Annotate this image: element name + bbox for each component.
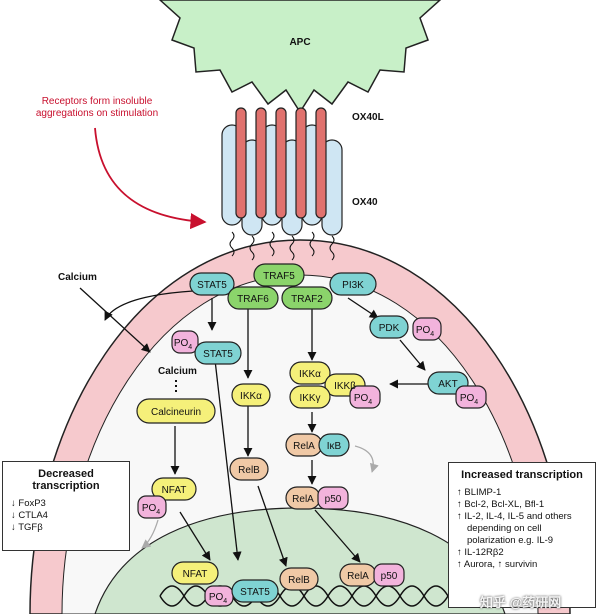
node-calcineurin [136, 398, 216, 424]
svg-text:PO4: PO4 [354, 393, 372, 406]
receptor-note: Receptors form insoluble aggregations on… [35, 96, 159, 119]
node-rela-ikb [285, 433, 350, 457]
decreased-item: ↓ TGFβ [11, 522, 43, 533]
increased-title: Increased transcription [461, 469, 583, 481]
svg-text:IKKβ: IKKβ [334, 381, 356, 392]
node-traf6 [227, 286, 279, 310]
svg-text:PI3K: PI3K [342, 280, 364, 291]
node-po4-akt [455, 385, 487, 409]
node-relb [229, 457, 269, 481]
decreased-item: ↓ FoxP3 [11, 498, 46, 509]
decreased-transcription-box: Decreased transcription ↓ FoxP3 ↓ CTLA4 … [2, 461, 130, 551]
node-stat5-top [189, 272, 235, 296]
svg-text:STAT5: STAT5 [197, 280, 227, 291]
nuclear-complexes [171, 561, 405, 607]
node-po4-stat5 [171, 330, 199, 354]
node-po4-nfat [137, 495, 167, 519]
ox40l-ligands [235, 107, 327, 219]
svg-text:PDK: PDK [379, 323, 400, 334]
svg-text:NFAT: NFAT [183, 569, 208, 580]
svg-text:p50: p50 [325, 494, 342, 505]
increased-item: depending on cell [467, 523, 542, 534]
increased-item: ↑ IL-12Rβ2 [457, 547, 504, 558]
increased-transcription-box: Increased transcription ↑ BLIMP-1 ↑ Bcl-… [448, 462, 596, 608]
receptor-cluster [221, 107, 343, 261]
svg-text:IκB: IκB [327, 441, 342, 452]
decreased-title: Decreased transcription [32, 468, 100, 492]
svg-text:NFAT: NFAT [162, 485, 187, 496]
note-arrow [94, 127, 207, 230]
decreased-item: ↓ CTLA4 [11, 510, 48, 521]
node-pi3k [329, 272, 377, 296]
node-nfat [151, 477, 197, 501]
node-traf2 [281, 286, 333, 310]
svg-text:Calcineurin: Calcineurin [151, 407, 201, 418]
svg-text:IKKα: IKKα [240, 391, 262, 402]
increased-item: ↑ Bcl-2, Bcl-XL, Bfl-1 [457, 499, 545, 510]
svg-text:RelB: RelB [288, 575, 310, 586]
watermark: 知乎 @药研网 [480, 595, 562, 610]
svg-text:RelB: RelB [238, 465, 260, 476]
ox40l-label: OX40L [352, 112, 384, 123]
svg-text:PO4: PO4 [209, 592, 227, 605]
svg-text:PO4: PO4 [142, 503, 160, 516]
svg-text:p50: p50 [381, 571, 398, 582]
svg-text:AKT: AKT [438, 379, 457, 390]
svg-text:RelA: RelA [293, 441, 315, 452]
increased-item: ↑ BLIMP-1 [457, 487, 502, 498]
svg-text:IKKγ: IKKγ [299, 393, 320, 404]
svg-text:RelA: RelA [292, 494, 314, 505]
svg-text:PO4: PO4 [174, 338, 192, 351]
svg-text:RelA: RelA [347, 571, 369, 582]
svg-text:PO4: PO4 [416, 325, 434, 338]
node-traf5 [253, 263, 305, 287]
svg-text:TRAF5: TRAF5 [263, 271, 295, 282]
node-ikka-left [231, 383, 271, 407]
increased-item: ↑ Aurora, ↑ survivin [457, 559, 538, 570]
transmembrane-segments [229, 231, 335, 261]
apc-label: APC [289, 37, 310, 48]
svg-text:STAT5: STAT5 [240, 587, 270, 598]
node-pdk [369, 315, 409, 339]
increased-item: ↑ IL-2, IL-4, IL-5 and others [457, 511, 572, 522]
svg-text:IKKα: IKKα [299, 369, 321, 380]
svg-text:TRAF6: TRAF6 [237, 294, 269, 305]
node-po4-pdk [412, 317, 442, 341]
svg-text:PO4: PO4 [460, 393, 478, 406]
calcium-inside-label: Calcium [158, 366, 197, 377]
svg-text:STAT5: STAT5 [203, 349, 233, 360]
increased-item: polarization e.g. IL-9 [467, 535, 554, 546]
node-stat5-mid [194, 341, 242, 365]
calcium-outside-label: Calcium [58, 272, 97, 283]
ox40-label: OX40 [352, 197, 378, 208]
apc-cell [158, 0, 442, 114]
svg-text:TRAF2: TRAF2 [291, 294, 323, 305]
node-ikk-complex [289, 361, 381, 409]
node-rela-p50 [285, 486, 349, 510]
